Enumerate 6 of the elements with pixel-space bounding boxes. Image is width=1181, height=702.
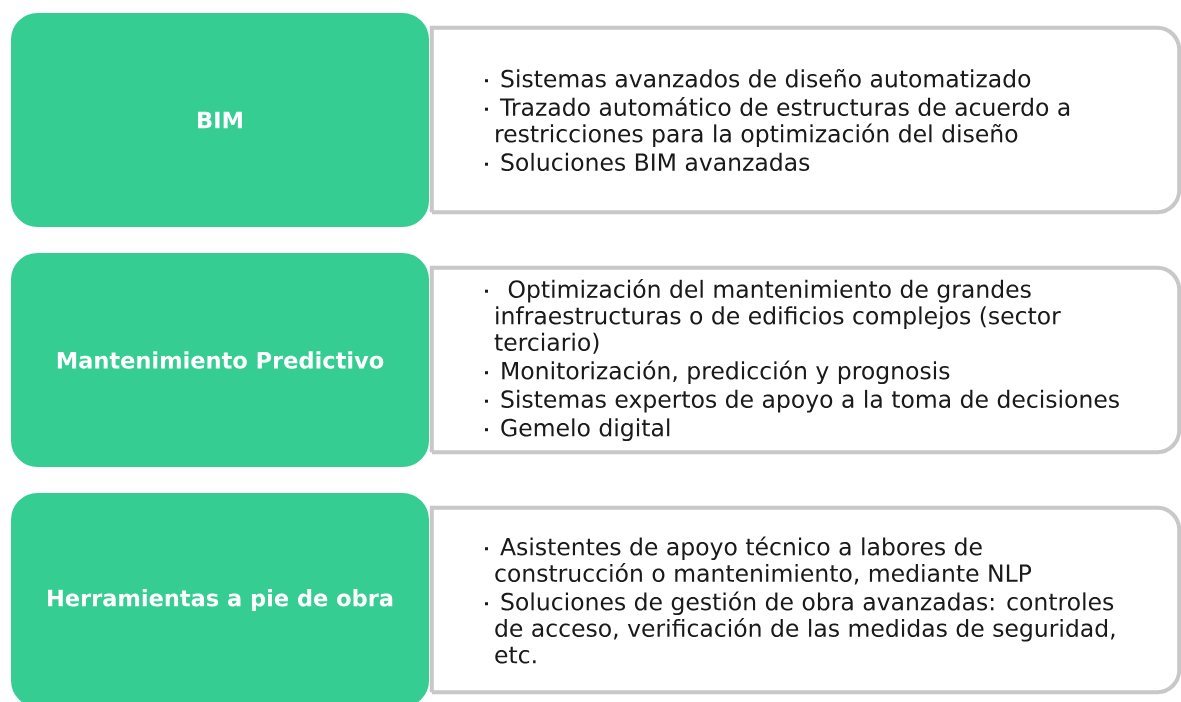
list-box: Optimización del mantenimiento de grandes infraestructuras o de edificios complejos (sector terciario) Monitorización, predicción y prognosis Sistemas expertos de apoyo a la toma de decisiones Gemelo digital (429, 265, 1181, 455)
list-box: Sistemas avanzados de diseño automatizado Trazado automático de estructuras de acuerdo a restricciones para la optimización del diseño Soluciones BIM avanzadas (429, 25, 1181, 215)
category-box: BIM (8, 10, 432, 230)
list-box: Asistentes de apoyo técnico a labores de construcción o mantenimiento, mediante NLP Soluciones de gestión de obra avanzadas: controles de acceso, verificación de las medidas de seguridad, etc. (429, 505, 1181, 695)
category-box: Herramientas a pie de obra (8, 490, 432, 702)
category-box: Mantenimiento Predictivo (8, 250, 432, 470)
